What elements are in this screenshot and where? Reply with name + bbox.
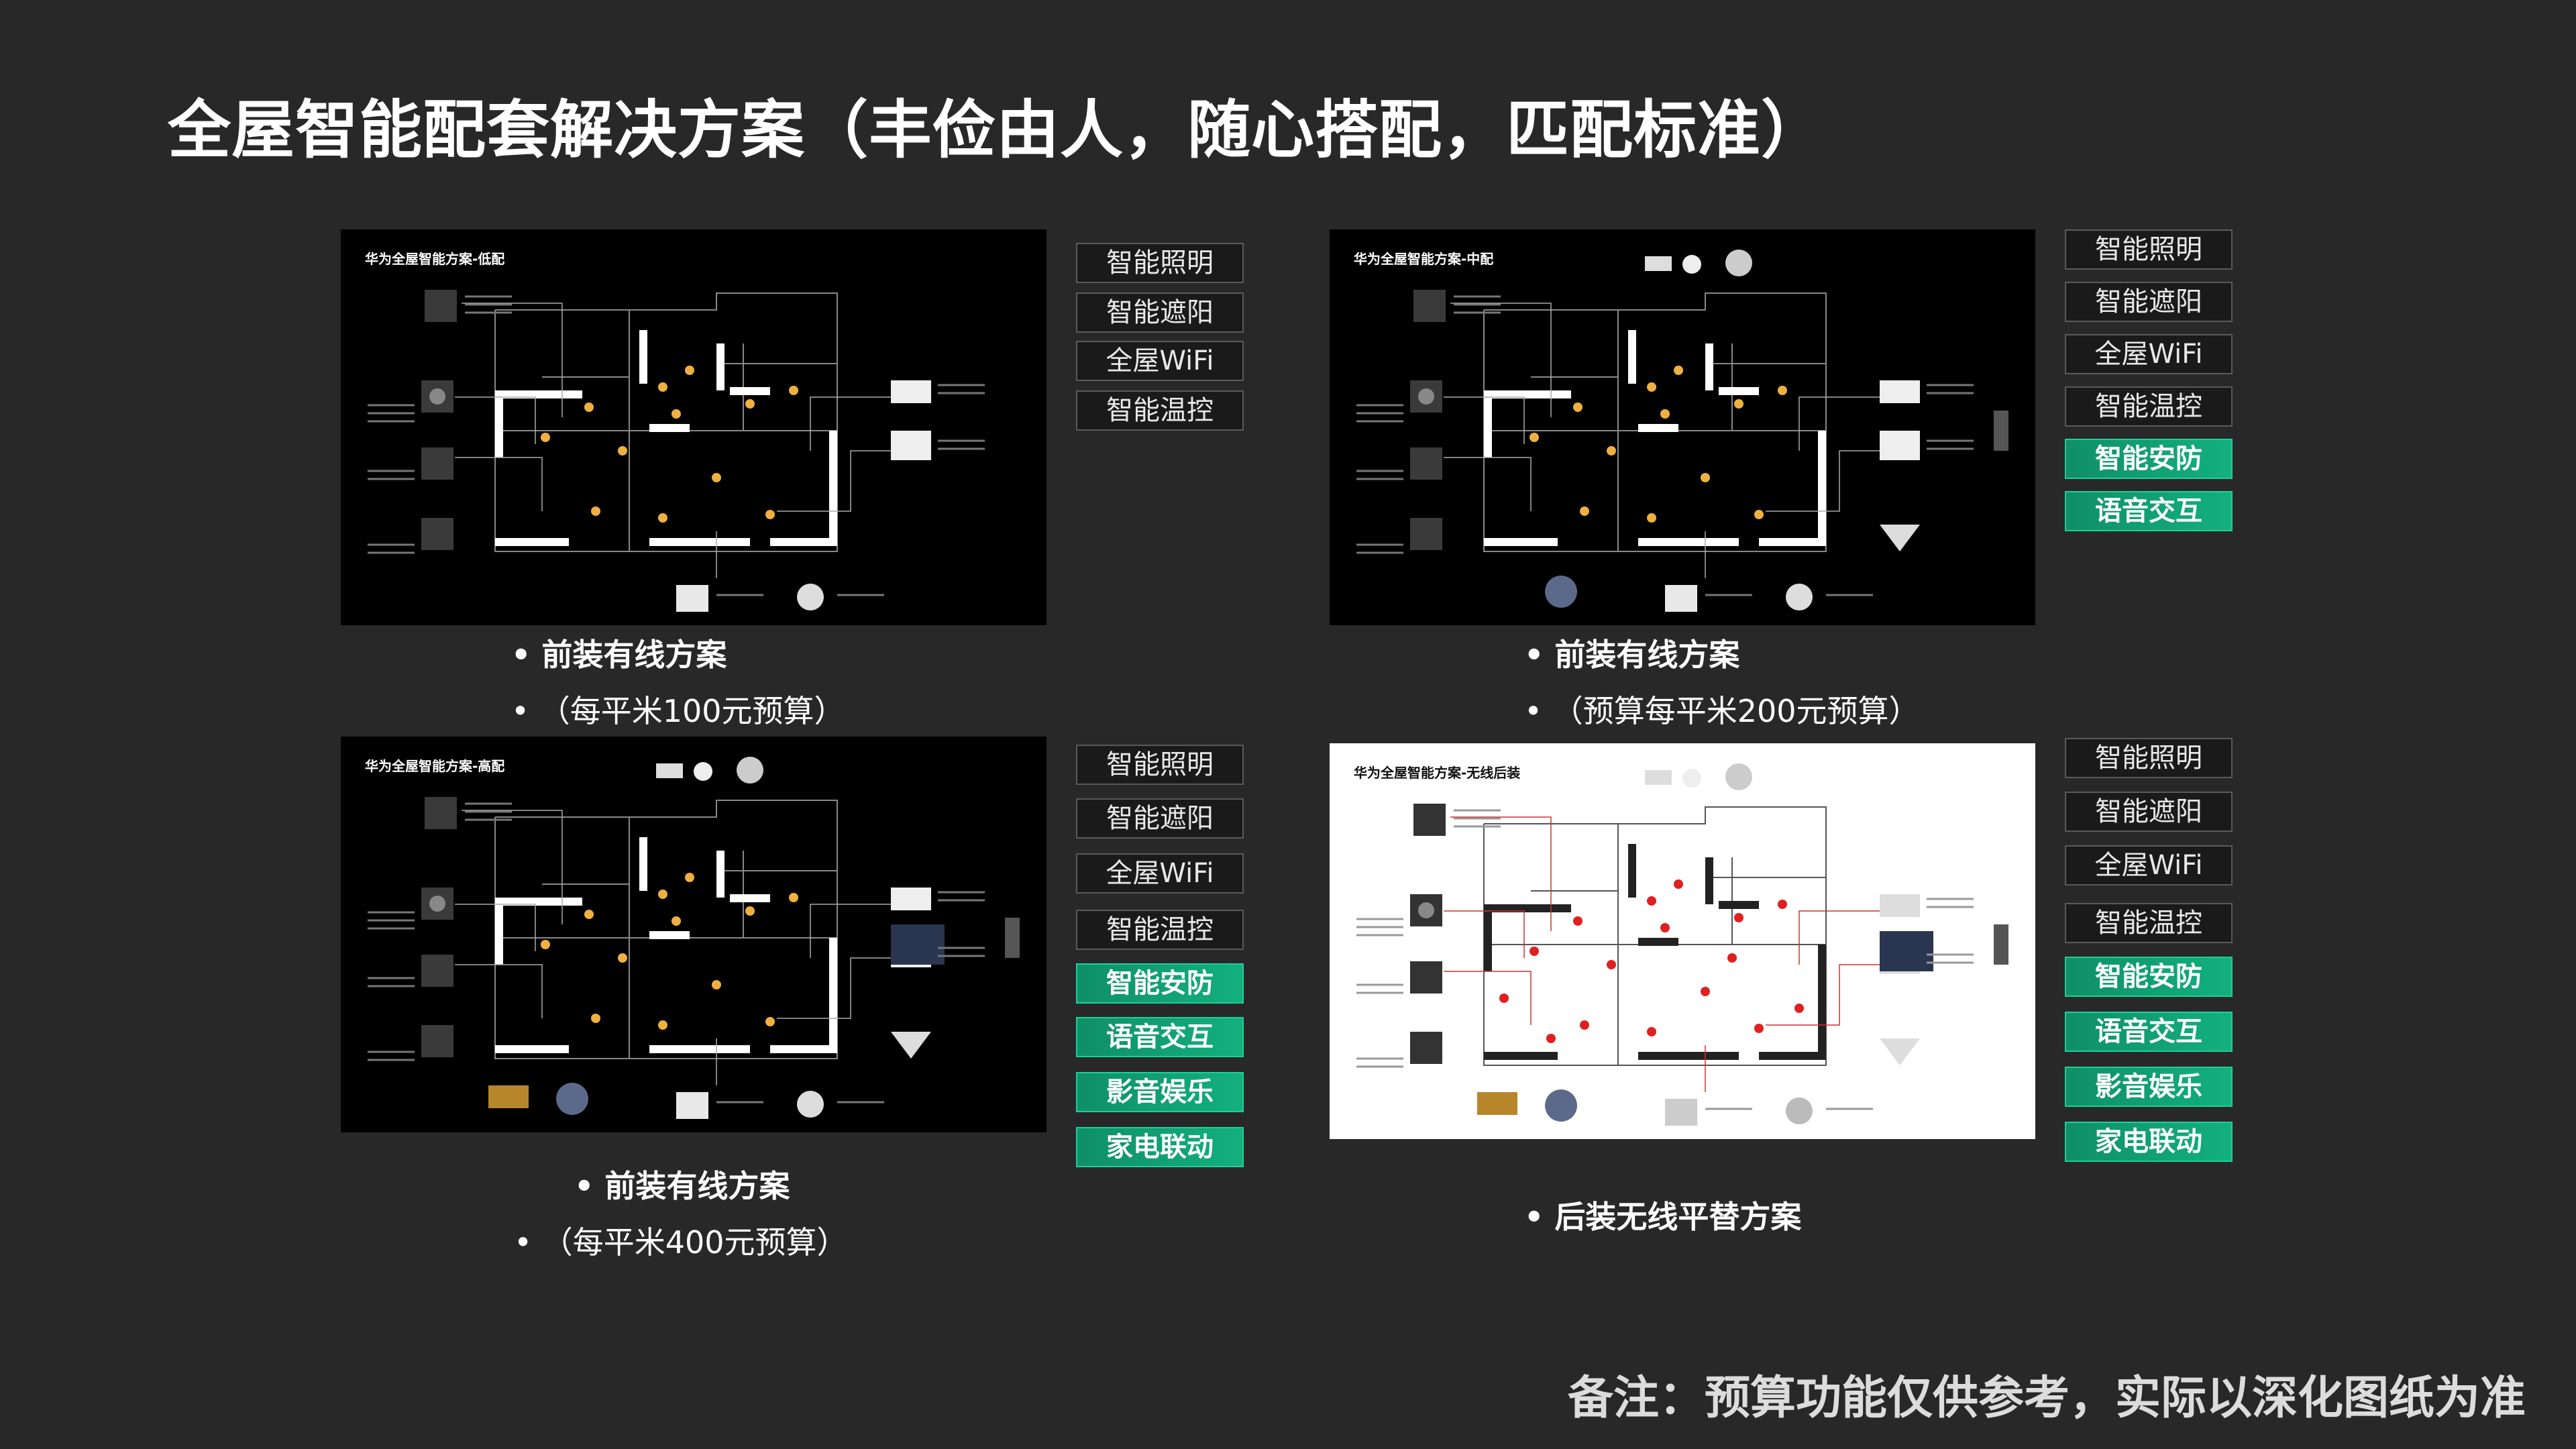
feature-tag: 全屋WiFi (2065, 334, 2233, 374)
feature-tag: 智能遮阳 (2065, 792, 2233, 832)
feature-tag: 智能照明 (2065, 229, 2233, 270)
floorplan-panel-low: 华为全屋智能方案-低配 (341, 229, 1046, 625)
floorplan-panel-mid: 华为全屋智能方案-中配 (1330, 229, 2035, 625)
feature-tag: 智能温控 (1076, 910, 1244, 950)
floorplan-panel-high: 华为全屋智能方案-高配 (341, 737, 1046, 1132)
feature-tag: 智能照明 (1076, 243, 1244, 283)
caption-plan-low: • 前装有线方案 (511, 637, 727, 673)
caption-budget-high: • （每平米400元预算） (514, 1224, 848, 1260)
panel-title-mid: 华为全屋智能方案-中配 (1354, 251, 1494, 267)
feature-tag-highlight: 影音娱乐 (1076, 1072, 1244, 1112)
feature-tag-highlight: 影音娱乐 (2065, 1067, 2233, 1107)
page-title: 全屋智能配套解决方案（丰俭由人，随心搭配，匹配标准） (168, 94, 1825, 167)
feature-tag-highlight: 语音交互 (2065, 1012, 2233, 1052)
feature-tag: 智能遮阳 (1076, 798, 1244, 839)
feature-tag-highlight: 智能安防 (2065, 439, 2233, 479)
feature-tag: 智能照明 (1076, 745, 1244, 785)
feature-tag: 智能温控 (1076, 390, 1244, 431)
feature-tag-highlight: 智能安防 (1076, 963, 1244, 1004)
feature-tag: 智能遮阳 (1076, 292, 1244, 333)
caption-plan-wireless: • 后装无线平替方案 (1524, 1199, 1802, 1235)
feature-tag-highlight: 家电联动 (2065, 1122, 2233, 1162)
feature-tag: 全屋WiFi (1076, 853, 1244, 894)
feature-tag-highlight: 语音交互 (1076, 1017, 1244, 1057)
feature-tag-highlight: 语音交互 (2065, 491, 2233, 531)
panel-title-low: 华为全屋智能方案-低配 (365, 251, 505, 267)
caption-budget-mid: • （预算每平米200元预算） (1524, 693, 1920, 729)
panel-title-high: 华为全屋智能方案-高配 (365, 758, 505, 774)
floorplan-drawing (368, 290, 985, 612)
feature-tag: 智能温控 (2065, 903, 2233, 943)
feature-tag-highlight: 智能安防 (2065, 957, 2233, 997)
footnote: 备注：预算功能仅供参考，实际以深化图纸为准 (1567, 1372, 2526, 1425)
feature-tag-highlight: 家电联动 (1076, 1127, 1244, 1167)
feature-tag: 智能遮阳 (2065, 282, 2233, 322)
panel-title-wireless: 华为全屋智能方案-无线后装 (1354, 765, 1521, 781)
feature-tag: 全屋WiFi (1076, 341, 1244, 381)
caption-plan-high: • 前装有线方案 (574, 1168, 790, 1204)
feature-tag: 全屋WiFi (2065, 845, 2233, 885)
caption-plan-mid: • 前装有线方案 (1524, 637, 1740, 673)
floorplan-panel-wireless: 华为全屋智能方案-无线后装 (1330, 743, 2035, 1139)
caption-budget-low: • （每平米100元预算） (511, 693, 845, 729)
floorplan-drawing (1356, 763, 2008, 1126)
floorplan-drawing (1356, 250, 2008, 612)
feature-tag: 智能温控 (2065, 386, 2233, 427)
floorplan-drawing (368, 757, 1020, 1119)
feature-tag: 智能照明 (2065, 738, 2233, 778)
